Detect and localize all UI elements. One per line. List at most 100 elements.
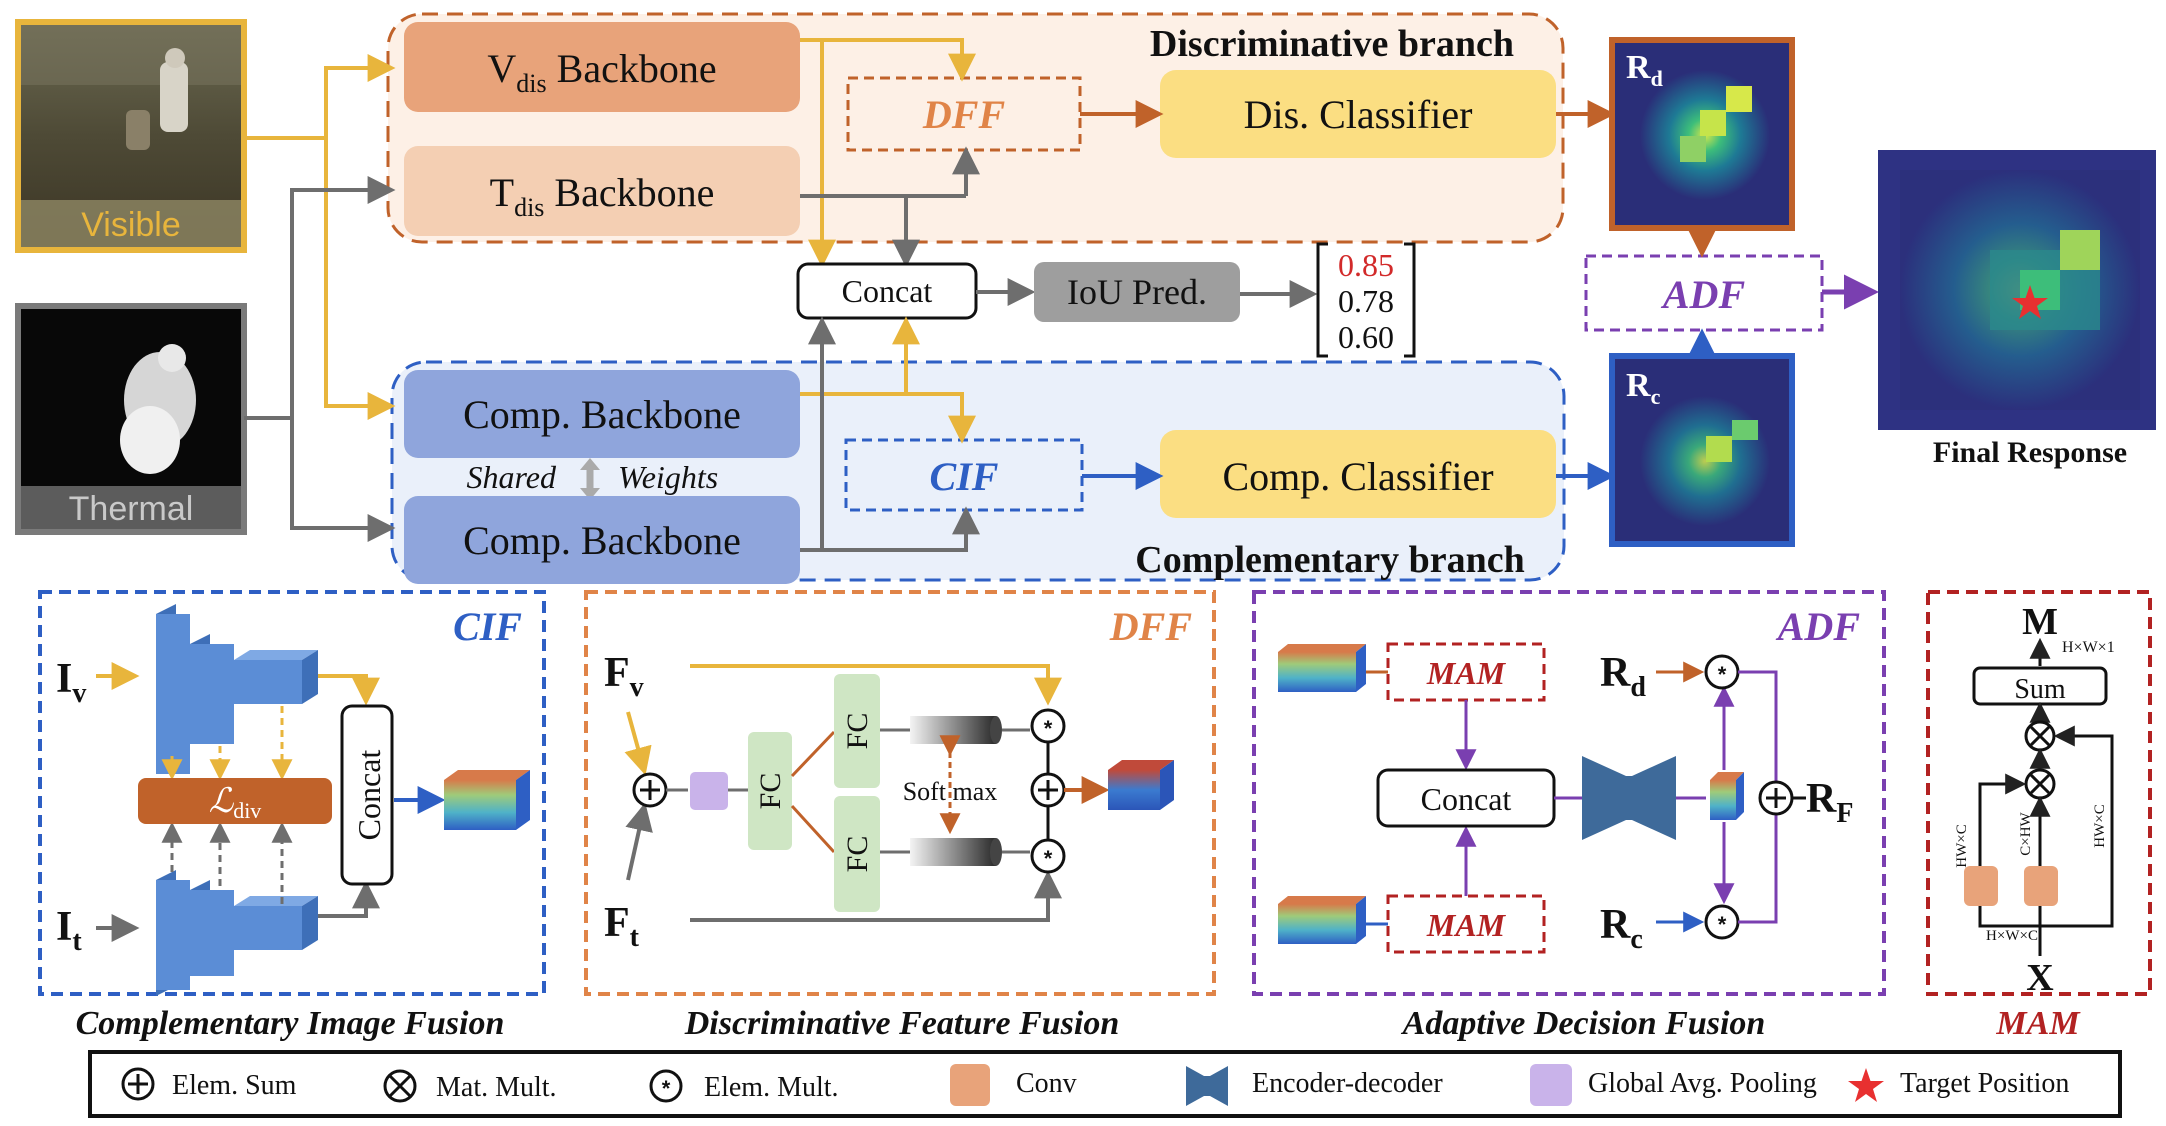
svg-text:Target Position: Target Position <box>1900 1068 2069 1099</box>
legend-gap: Global Avg. Pooling <box>1530 1064 1817 1106</box>
svg-text:CIF: CIF <box>930 454 999 499</box>
dff-fc-2: FC <box>834 674 880 788</box>
rd-response-map: Rd <box>1609 37 1795 231</box>
svg-text:Elem. Mult.: Elem. Mult. <box>704 1072 839 1103</box>
conv-icon <box>950 1064 990 1106</box>
cif-encoder-visible <box>156 604 318 774</box>
ldiv-loss-block: ℒdiv <box>138 778 332 824</box>
cif-concat-block: Concat <box>340 704 394 886</box>
thermal-image: Thermal <box>15 303 247 535</box>
adf-block: ADF <box>1584 254 1824 332</box>
final-response-label: Final Response <box>1933 436 2127 469</box>
final-response-map <box>1878 150 2156 430</box>
target-star-icon <box>2012 285 2048 319</box>
legend-elem-mult: * Elem. Mult. <box>649 1069 839 1103</box>
mam-x-label: X <box>2026 957 2053 999</box>
legend: Elem. Sum Mat. Mult. * Elem. Mult. Conv … <box>88 1050 2122 1118</box>
mam-caption: MAM <box>1995 1005 2081 1042</box>
mam-panel: M H×W×1 Sum HW×C C×HW HW×C H×W×C X <box>1926 590 2152 999</box>
dff-caption: Discriminative Feature Fusion <box>684 1005 1120 1042</box>
legend-encdec: Encoder-decoder <box>1186 1066 1443 1106</box>
dff-panel: DFF Fv Ft FC FC FC <box>584 590 1216 996</box>
target-star-icon <box>1848 1068 1884 1102</box>
dff-weight-bar-top <box>910 716 1002 744</box>
dff-fc-1: FC <box>748 732 792 850</box>
svg-text:*: * <box>1718 662 1727 687</box>
fv-label: Fv <box>604 650 644 703</box>
cif-block: CIF <box>844 438 1084 512</box>
adf-sum-out <box>1758 780 1794 816</box>
adf-mam-top: MAM <box>1386 642 1546 702</box>
complementary-branch-title: Complementary branch <box>1135 539 1524 581</box>
adf-mam-bottom: MAM <box>1386 894 1546 954</box>
svg-text:Weights: Weights <box>618 459 718 495</box>
svg-text:Elem. Sum: Elem. Sum <box>172 1070 297 1101</box>
legend-conv: Conv <box>950 1064 1077 1106</box>
svg-text:Comp. Classifier: Comp. Classifier <box>1222 454 1493 499</box>
gap-icon <box>1530 1064 1572 1106</box>
svg-text:FC: FC <box>754 773 787 810</box>
discriminative-branch-title: Discriminative branch <box>1150 23 1514 65</box>
rc-response-map: Rc <box>1609 353 1795 547</box>
svg-text:Rd: Rd <box>1626 49 1663 91</box>
concat-block: Concat <box>796 262 978 320</box>
comp-classifier: Comp. Classifier <box>1160 430 1556 518</box>
svg-text:*: * <box>662 1076 671 1101</box>
cif-caption: Complementary Image Fusion <box>76 1005 505 1042</box>
dff-output-feature <box>1108 760 1174 810</box>
mam-hwc-right: HW×C <box>2092 804 2108 847</box>
visible-label: Visible <box>81 206 181 244</box>
disc-branch-arrows <box>800 38 1616 268</box>
adf-mult-top: * <box>1704 654 1740 690</box>
elem-mult-icon <box>649 1069 683 1103</box>
svg-text:ℒdiv: ℒdiv <box>209 783 262 823</box>
dff-block: DFF <box>846 76 1082 152</box>
svg-text:Concat: Concat <box>842 273 933 309</box>
softmax-label: Soft max <box>903 777 998 806</box>
mam-chw-mid: C×HW <box>2018 811 2034 855</box>
dff-fc-3: FC <box>834 796 880 912</box>
svg-text:Shared: Shared <box>467 459 557 495</box>
adf-rd-label: Rd <box>1600 650 1646 703</box>
svg-text:Concat: Concat <box>1421 781 1512 817</box>
adf-feature-top <box>1278 644 1366 692</box>
iv-label: Iv <box>56 656 86 709</box>
mam-hwc-left: HW×C <box>1954 824 1970 867</box>
svg-text:*: * <box>1044 846 1053 871</box>
comp-branch-arrows <box>800 316 1616 552</box>
adf-weight-map <box>1710 772 1744 820</box>
mam-m-dims: H×W×1 <box>2062 639 2115 656</box>
svg-text:Vdis Backbone: Vdis Backbone <box>487 46 716 98</box>
legend-target: Target Position <box>1848 1068 2069 1102</box>
adf-encoder-decoder-icon <box>1582 756 1676 840</box>
svg-text:ADF: ADF <box>1660 272 1746 317</box>
thermal-label: Thermal <box>69 490 194 528</box>
mam-matmult-bottom <box>2024 768 2056 800</box>
adf-rf-label: RF <box>1806 776 1853 829</box>
adf-panel-title: ADF <box>1775 604 1861 649</box>
iou-pred-block: IoU Pred. <box>1034 262 1240 322</box>
svg-text:FC: FC <box>841 713 874 750</box>
svg-text:Concat: Concat <box>351 750 387 841</box>
svg-text:Global Avg. Pooling: Global Avg. Pooling <box>1588 1068 1817 1099</box>
adf-concat-block: Concat <box>1376 768 1556 828</box>
cif-panel: CIF Iv It <box>38 590 546 996</box>
svg-text:Sum: Sum <box>2014 674 2066 705</box>
iou-score-1: 0.85 <box>1338 247 1394 283</box>
dff-panel-title: DFF <box>1109 604 1193 649</box>
comp-backbone-thermal: Comp. Backbone <box>404 496 800 584</box>
dff-sum-out <box>1030 772 1066 808</box>
legend-mat-mult: Mat. Mult. <box>383 1069 557 1103</box>
legend-elem-sum: Elem. Sum <box>121 1067 297 1101</box>
mam-sum-block: Sum <box>1972 666 2108 706</box>
it-label: It <box>56 904 82 957</box>
svg-text:Mat. Mult.: Mat. Mult. <box>436 1072 557 1103</box>
svg-text:Conv: Conv <box>1016 1068 1077 1099</box>
visible-image: Visible <box>15 19 247 253</box>
adf-rc-label: Rc <box>1600 902 1643 955</box>
svg-text:*: * <box>1044 716 1053 741</box>
svg-text:DFF: DFF <box>922 92 1006 137</box>
dff-weight-bar-bottom <box>910 838 1002 866</box>
adf-mult-bottom: * <box>1704 904 1740 940</box>
svg-text:MAM: MAM <box>1426 907 1507 943</box>
